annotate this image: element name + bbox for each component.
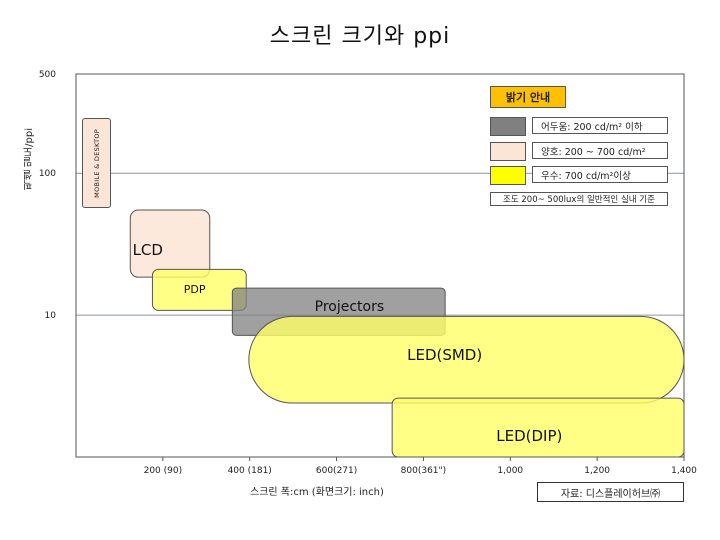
chart-title: 스크린 크기와 ppi	[269, 24, 451, 49]
y-tick-label-10: 10	[45, 311, 57, 321]
legend-swatch-dark	[490, 117, 526, 136]
y-tick-label-100: 100	[39, 169, 56, 179]
region-label-pdp: PDP	[184, 283, 206, 296]
x-tick-label-400: 400 (181)	[228, 466, 272, 476]
region-label-projectors: Projectors	[315, 299, 385, 315]
mobile-desktop-text: MOBILE & DESKTOP	[92, 128, 101, 198]
plot-border	[75, 73, 685, 458]
x-tick-label-1200: 1,200	[584, 466, 610, 476]
legend-label-moderate: 양호: 200 ~ 700 cd/m²	[532, 142, 668, 159]
region-label-led-dip: LED(DIP)	[496, 427, 562, 445]
y-axis-label: 픽셀 밀도/ppi	[24, 127, 35, 190]
legend-swatch-bright	[490, 166, 526, 185]
region-label-led-smd: LED(SMD)	[407, 346, 482, 364]
axis-ticks: 200 (90) 400 (181) 600(271) 800(361") 1,000 1…	[39, 70, 697, 476]
plot-frame	[75, 73, 685, 458]
x-tick-label-1400: 1,400	[671, 466, 697, 476]
x-tick-label-200: 200 (90)	[144, 466, 183, 476]
legend-note: 조도 200~ 500lux의 일반적인 실내 기준	[490, 192, 668, 206]
legend-title: 밝기 안내	[490, 86, 566, 108]
mobile-desktop-annotation: MOBILE & DESKTOP	[82, 118, 111, 208]
legend-swatch-moderate	[490, 142, 526, 161]
x-tick-label-800: 800(361")	[401, 466, 447, 476]
legend-label-dark: 어두움: 200 cd/m² 이하	[532, 117, 668, 134]
legend-label-bright: 우수: 700 cd/m²이상	[532, 166, 668, 183]
source-credit: 자료: 디스플레이허브㈜	[537, 482, 684, 502]
x-axis-label: 스크린 폭:cm (화면크기: inch)	[250, 487, 384, 498]
y-tick-label-500: 500	[39, 70, 56, 80]
region-label-lcd: LCD	[133, 241, 163, 259]
x-tick-label-1000: 1,000	[497, 466, 523, 476]
x-tick-label-600: 600(271)	[316, 466, 357, 476]
